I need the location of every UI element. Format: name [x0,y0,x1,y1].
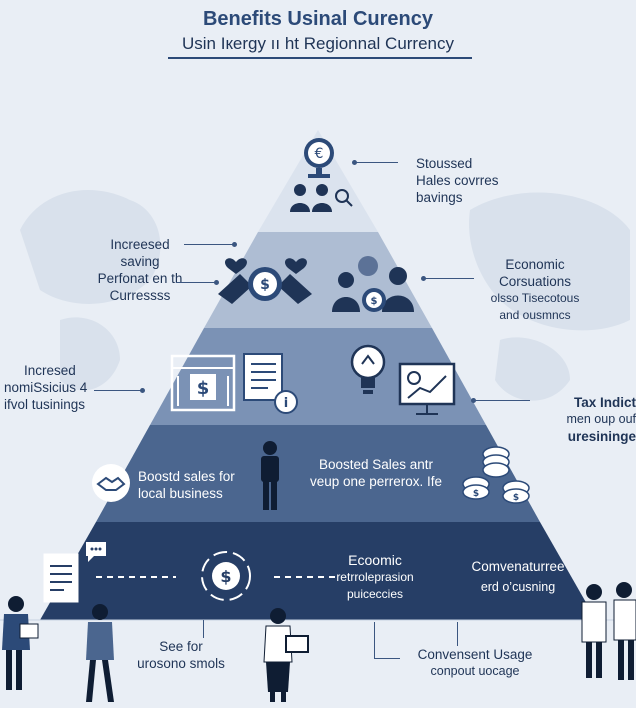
leader-line [176,282,216,283]
person-tablet-icon [263,608,309,702]
leader-line [424,278,474,279]
tier3-center-label: Boosted Sales antr veup one perrerox. If… [309,457,443,489]
leader-line [474,400,530,401]
leader-dot [352,160,357,165]
document-info-icon: i [243,353,298,414]
family-icon: $ [332,256,414,312]
bottom-left-label: See for urosono smols [137,639,225,671]
leader-dot [214,280,219,285]
tier3-left-label: Boostd sales for local business [138,469,235,501]
page-title: Benefits Usinal Curency [202,8,434,30]
two-people-talking-icon [581,582,636,680]
pyramid-tier-3 [96,425,540,522]
svg-text:€: € [315,146,324,162]
bottom-center-connector-h [374,658,400,659]
coin-stack-icon: $ $ [462,446,530,504]
leader-dot [421,276,426,281]
bottom-right-connector [457,622,458,646]
lightbulb-icon [350,344,386,394]
people-icon [290,184,332,212]
tier1-left-label: Increesed saving Perfonat en th Curresss… [97,237,183,303]
svg-text:$: $ [220,567,231,586]
leader-dot [232,242,237,247]
euro-coin-icon: € [304,138,334,178]
svg-text:i: i [284,396,288,411]
bottom-center-label: Convensent Usage conpout uocage [417,647,533,678]
leader-line [203,620,204,638]
person-reading-icon [2,596,39,690]
storefront-coin-icon: $ [170,354,236,412]
svg-text:$: $ [197,378,210,399]
currency-cycle-icon: $ [201,551,251,601]
tier1-right-label: Economic Corsuations olsso Tisecotous an… [490,257,580,322]
svg-text:$: $ [473,489,479,499]
page-subtitle: Usin Ікergy ıı ht Regionnal Currency [182,34,454,53]
leader-line [94,390,142,391]
hands-coin-icon: $ [218,258,312,304]
leader-dot [140,388,145,393]
pyramid-apex [258,130,378,232]
dashed-connector [96,576,336,578]
tier4-center-label: Ecoomic retrroleprasion puiceccies [336,552,414,601]
handshake-icon [92,464,130,502]
leader-line [354,162,398,163]
svg-text:$: $ [513,493,519,503]
title-underline [168,57,472,59]
svg-text:$: $ [371,296,378,307]
bottom-center-connector [374,622,375,658]
tier4-right-label: Comvenaturree erd o’cusning [471,559,565,594]
shopkeeper-icon [261,441,279,510]
clipboard-icon [43,542,106,603]
presentation-board-icon [398,362,456,415]
world-map-background [20,190,630,401]
person-walking-icon [86,604,114,702]
pyramid-tier-4 [40,522,596,620]
leader-dot [471,398,476,403]
magnifier-coin-icon [335,189,353,207]
tier2-left-label: Incresed nomiSsicius 4 ifvol tusinings [4,363,88,412]
tier2-right-label: Tax Indict men oup ouf uresininge [566,395,636,444]
apex-label: Stoussed Hales covrres bavings [416,156,499,205]
leader-line [184,244,234,245]
svg-text:$: $ [260,277,270,293]
